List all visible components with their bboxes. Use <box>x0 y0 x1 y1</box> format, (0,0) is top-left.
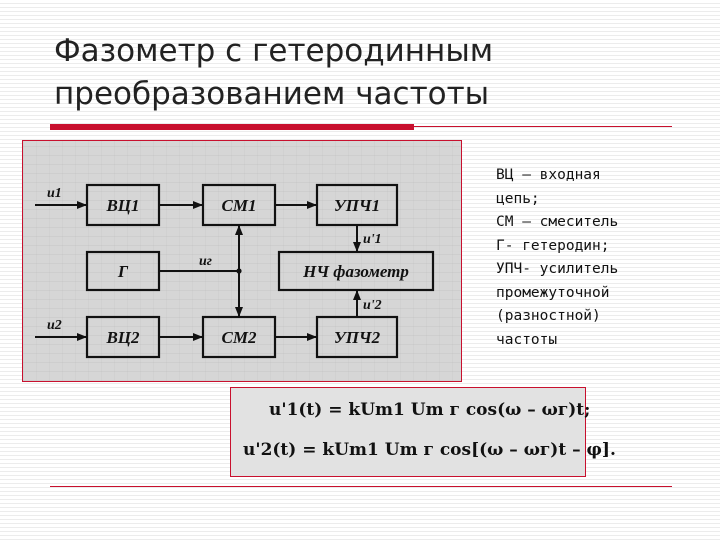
signal-u1-prime: u'1 <box>363 232 382 247</box>
legend: ВЦ – входная цепь; СМ – смеситель Г- гет… <box>496 164 666 352</box>
label-upch2: УПЧ2 <box>334 328 381 347</box>
legend-line: (разностной) <box>496 308 601 324</box>
signal-ug: uг <box>199 254 212 269</box>
block-diagram-svg: ВЦ1 СМ1 УПЧ1 Г НЧ фазометр ВЦ2 СМ2 УПЧ2 … <box>35 183 435 359</box>
formula-box: u'1(t) = kUm1 Um г cos(ω – ωг)t; u'2(t) … <box>230 387 616 477</box>
title-underline-thin <box>414 126 672 127</box>
signal-u2-prime: u'2 <box>363 298 382 313</box>
label-sm1: СМ1 <box>222 196 257 215</box>
legend-line: частоты <box>496 331 558 348</box>
legend-line: цепь; <box>496 190 540 207</box>
label-nch: НЧ фазометр <box>302 262 409 281</box>
legend-line: Г- гетеродин; <box>496 237 610 254</box>
legend-line: промежуточной <box>496 284 610 301</box>
label-vc2: ВЦ2 <box>105 328 140 347</box>
bottom-rule <box>50 486 672 487</box>
label-vc1: ВЦ1 <box>105 196 139 215</box>
label-g: Г <box>117 262 129 281</box>
title-underline <box>50 124 414 130</box>
formula-2: u'2(t) = kUm1 Um г cos[(ω – ωг)t – φ]. <box>243 440 616 460</box>
legend-line: УПЧ- усилитель <box>496 261 619 277</box>
block-diagram: ВЦ1 СМ1 УПЧ1 Г НЧ фазометр ВЦ2 СМ2 УПЧ2 … <box>22 140 462 382</box>
label-upch1: УПЧ1 <box>334 196 380 215</box>
label-sm2: СМ2 <box>222 328 257 347</box>
junction-dot <box>236 268 242 274</box>
legend-line: ВЦ – входная <box>496 167 601 183</box>
slide-title: Фазометр с гетеродинным преобразованием … <box>54 30 674 116</box>
title-line-2: преобразованием частоты <box>54 76 490 112</box>
signal-u1: u1 <box>47 186 62 201</box>
formula-1: u'1(t) = kUm1 Um г cos(ω – ωг)t; <box>269 400 591 420</box>
title-line-1: Фазометр с гетеродинным <box>54 33 494 69</box>
signal-u2: u2 <box>47 318 62 333</box>
legend-line: СМ – смеситель <box>496 214 619 230</box>
